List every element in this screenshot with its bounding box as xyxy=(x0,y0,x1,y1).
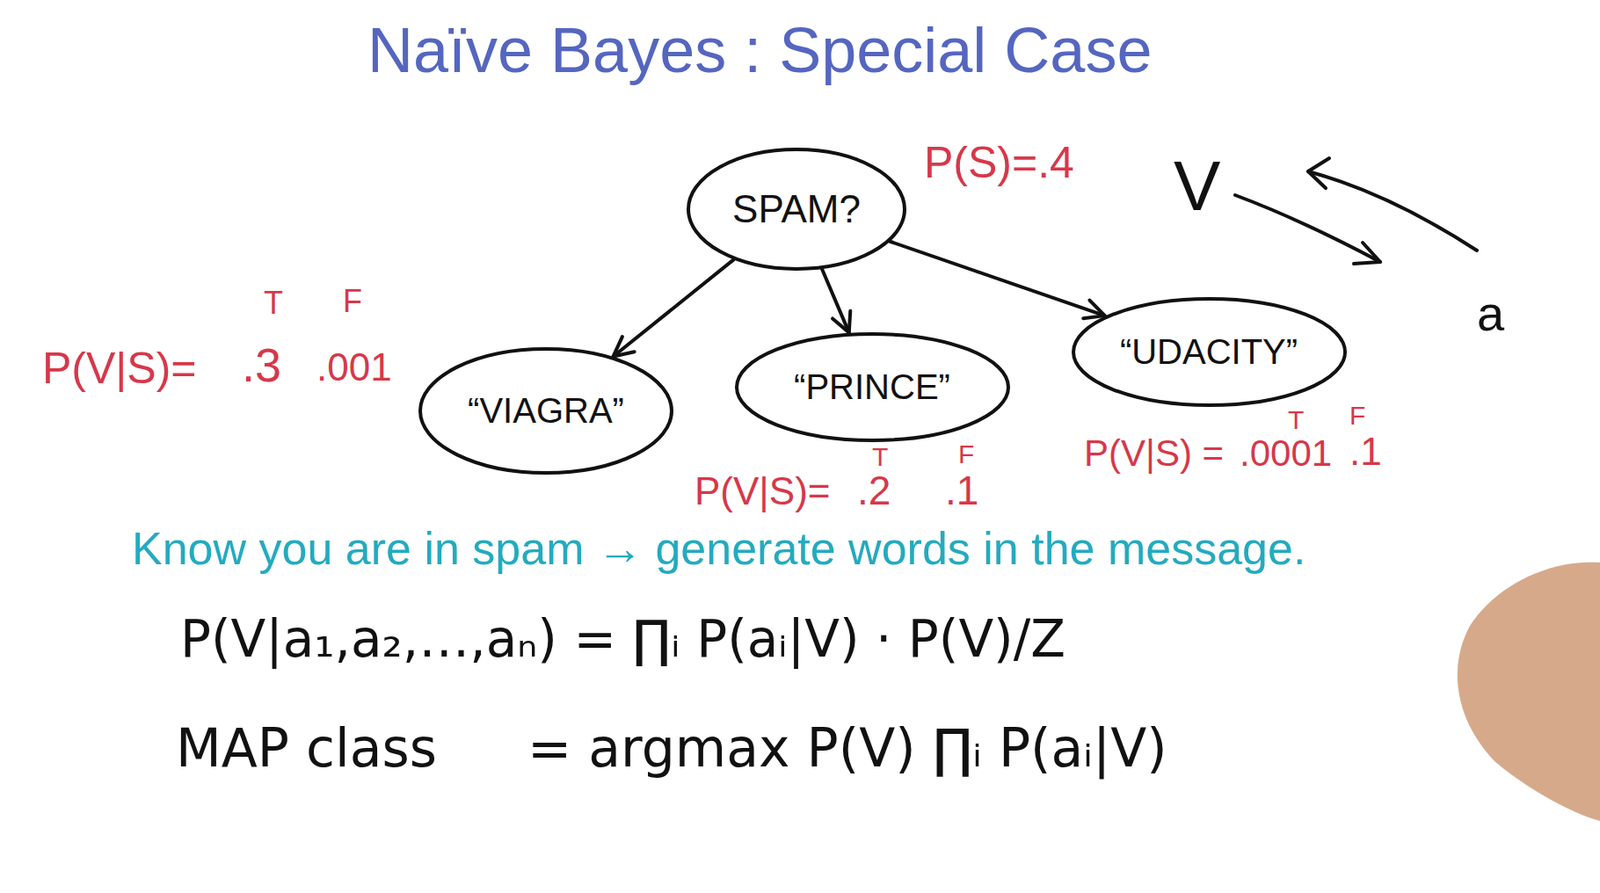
variable-label: a xyxy=(1476,286,1505,342)
probability-value: .001 xyxy=(316,346,393,389)
connector-arrow xyxy=(821,269,851,333)
node-label: “UDACITY” xyxy=(1120,332,1298,371)
probability-value: .1 xyxy=(945,468,979,514)
node-text: “UDACITY” xyxy=(1120,332,1298,371)
node-label: “PRINCE” xyxy=(793,367,951,407)
connector-line xyxy=(889,241,1105,316)
ellipse-node: “PRINCE” xyxy=(734,332,1011,443)
connector-arrow xyxy=(613,259,735,357)
hand xyxy=(1457,562,1600,822)
column-header: T xyxy=(1287,405,1304,435)
v-to-a-arrow xyxy=(1235,195,1381,262)
arrow-head xyxy=(1083,300,1105,320)
column-header: F xyxy=(342,283,363,320)
title: Naïve Bayes : Special Case xyxy=(367,15,1152,86)
column-header: F xyxy=(1349,400,1366,430)
ellipse-node: “VIAGRA” xyxy=(418,347,674,475)
ellipse-node: SPAM? xyxy=(686,147,907,271)
column-header: T xyxy=(872,442,888,472)
formula: = argmax P(V) ∏ᵢ P(aᵢ|V) xyxy=(527,719,1168,778)
variable-label: V xyxy=(1173,147,1221,226)
connector-line xyxy=(613,259,735,357)
column-header: F xyxy=(958,439,975,469)
a-to-v-arrow xyxy=(1308,171,1477,251)
node-text: “VIAGRA” xyxy=(467,391,625,430)
probability-value: .2 xyxy=(857,468,891,514)
ellipse-node: “UDACITY” xyxy=(1071,297,1347,408)
probability-label: P(V|S)= xyxy=(694,470,830,513)
arrow-head xyxy=(613,336,635,357)
probability-value: .0001 xyxy=(1239,433,1332,474)
arrow-head xyxy=(1308,158,1330,189)
probability-value: .3 xyxy=(241,339,282,392)
probability-value: .1 xyxy=(1349,430,1382,473)
probability-label: P(S)=.4 xyxy=(923,138,1075,188)
node-text: SPAM? xyxy=(732,188,861,231)
node-label: SPAM? xyxy=(732,188,861,231)
arrow-head xyxy=(832,311,851,334)
formula: P(V|a₁,a₂,…,aₙ) = ∏ᵢ P(aᵢ|V) · P(V)/Z xyxy=(180,611,1066,669)
arrow-head xyxy=(1353,242,1381,264)
note: Know you are in spam → generate words in… xyxy=(131,523,1306,575)
column-header: T xyxy=(263,285,284,321)
node-text: “PRINCE” xyxy=(793,367,951,407)
connector-arrow xyxy=(889,241,1105,320)
probability-label: P(V|S)= xyxy=(42,344,197,393)
node-label: “VIAGRA” xyxy=(467,391,625,430)
probability-label: P(V|S) = xyxy=(1083,433,1224,474)
formula-label: MAP class xyxy=(175,719,437,778)
